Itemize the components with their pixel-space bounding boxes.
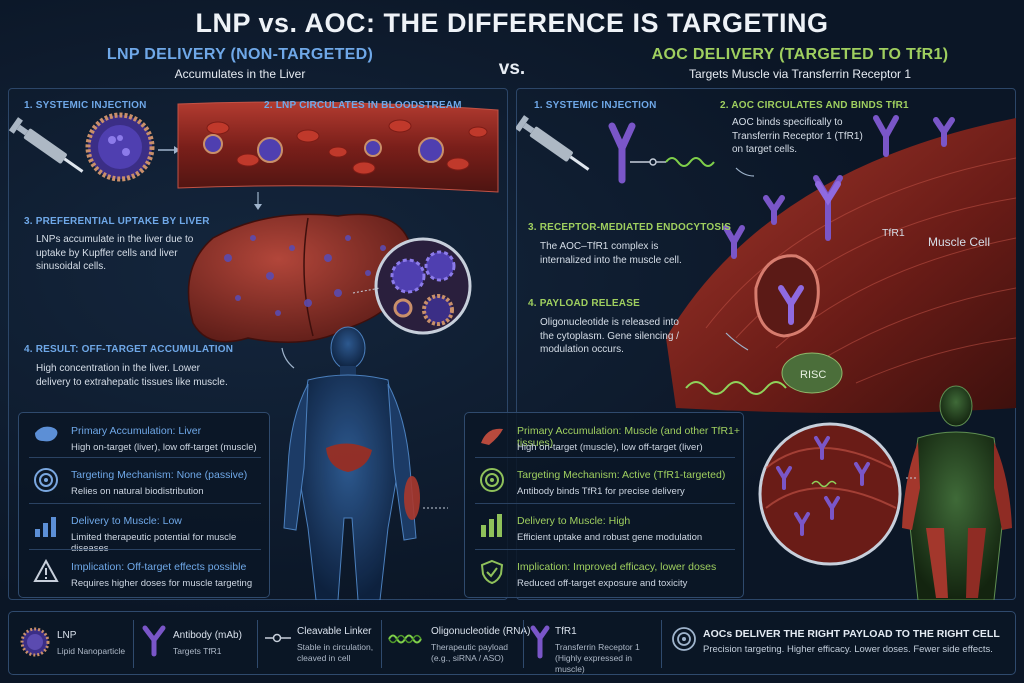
lnp-step-4-label: 4. RESULT: OFF-TARGET ACCUMULATION [24,344,234,355]
oligo-icon [387,630,427,653]
lnp-step-2-label: 2. LNP CIRCULATES IN BLOODSTREAM [264,100,462,111]
divider [133,620,134,668]
lnp-step-4-text: High concentration in the liver. Lower d… [36,363,228,388]
divider [475,549,735,550]
lnp-icon [19,626,51,663]
divider [523,620,524,668]
legend-lnp-title: LNP [57,630,77,641]
muscle-cell-label: Muscle Cell [928,235,991,249]
aoc-summary-3-desc: Efficient uptake and robust gene modulat… [517,532,703,543]
human-body-figure [902,385,1012,600]
lnp-step-3-label: 3. PREFERENTIAL UPTAKE BY LIVER [24,216,210,227]
tfr1-label: TfR1 [882,227,905,239]
legend-tfr1-desc: Transferrin Receptor 1 (Highly expressed… [555,642,640,675]
aoc-summary-3-title: Delivery to Muscle: High [517,515,631,527]
lnp-summary-card: Primary Accumulation: Liver High on-targ… [18,412,270,598]
lnp-summary-1-title: Primary Accumulation: Liver [71,425,202,437]
lnp-subtitle: Accumulates in the Liver [174,67,306,81]
aoc-subtitle: Targets Muscle via Transferrin Receptor … [688,67,912,81]
divider [475,457,735,458]
main-title: LNP vs. AOC: THE DIFFERENCE IS TARGETING [195,8,829,38]
divider [29,549,261,550]
warning-icon [33,558,59,588]
bar-chart-high-icon [479,513,505,544]
aoc-summary-4-desc: Reduced off-target exposure and toxicity [517,578,688,589]
lnp-summary-4-title: Implication: Off-target effects possible [71,561,247,573]
vs-label: vs. [498,58,526,79]
human-body-figure [283,326,420,600]
muscle-zoom [758,422,902,566]
tagline-desc: Precision targeting. Higher efficacy. Lo… [703,644,993,655]
aoc-summary-2-desc: Antibody binds TfR1 for precise delivery [517,486,685,497]
syringe-icon [8,117,84,173]
tfr1-icon [529,624,551,665]
aoc-illustration [516,115,1016,600]
target-check-icon [479,467,505,498]
lnp-summary-3-desc: Limited therapeutic potential for muscle… [71,532,237,554]
muscle-icon [479,425,505,452]
risc-complex [781,352,843,394]
blood-vessel [177,101,499,193]
target-icon [671,626,697,657]
lnp-summary-2-title: Targeting Mechanism: None (passive) [71,469,248,481]
divider [29,503,261,504]
aoc-summary-2-title: Targeting Mechanism: Active (TfR1-target… [517,469,726,481]
aoc-step-2-label: 2. AOC CIRCULATES AND BINDS TfR1 [720,100,909,111]
lnp-summary-4-desc: Requires higher doses for muscle targeti… [71,578,253,589]
divider [29,457,261,458]
lnp-step-1-label: 1. SYSTEMIC INJECTION [24,100,147,111]
aoc-title: AOC DELIVERY (TARGETED TO TfR1) [651,46,949,63]
risc-label: RISC [800,369,827,381]
liver-icon [33,425,59,450]
lnp-panel [8,88,508,600]
divider [475,503,735,504]
aoc-summary-1-title: Primary Accumulation: Muscle (and other … [517,425,741,449]
legend-linker-title: Cleavable Linker [297,626,372,637]
lnp-step-3-text: LNPs accumulate in the liver due to upta… [36,234,194,272]
kupffer-cell-zoom [374,237,472,335]
tagline-title: AOCs DELIVER THE RIGHT PAYLOAD TO THE RI… [703,628,1000,640]
legend-tfr1-title: TfR1 [555,626,577,637]
muscle-tissue [666,118,1016,413]
aoc-step-3-label: 3. RECEPTOR-MEDIATED ENDOCYTOSIS [528,222,732,233]
aoc-summary-4-title: Implication: Improved efficacy, lower do… [517,561,717,573]
antibody-icon [139,624,169,663]
lnp-title: LNP DELIVERY (NON-TARGETED) [106,46,374,63]
legend-linker-desc: Stable in circulation, cleaved in cell [297,642,374,664]
lnp-summary-3-title: Delivery to Muscle: Low [71,515,182,527]
linker-icon [630,158,666,166]
aoc-step-4-text: Oligonucleotide is released into the cyt… [540,317,679,355]
oligo-strand [685,381,787,395]
divider [381,620,382,668]
syringe-icon [516,115,590,171]
antibody-conjugate-icon [608,122,636,184]
target-icon [33,467,59,498]
legend-bar: LNP Lipid Nanoparticle Antibody (mAb) Ta… [8,611,1016,675]
linker-icon [263,630,293,651]
lnp-illustration [8,101,499,600]
bar-chart-icon [33,513,59,544]
divider [661,620,662,668]
aoc-step-4-label: 4. PAYLOAD RELEASE [528,298,640,309]
legend-oligo-desc: Therapeutic payload (e.g., siRNA / ASO) [431,642,509,664]
lnp-particle-icon [85,112,155,182]
legend-oligo-title: Oligonucleotide (RNA) [431,626,531,637]
oligo-icon [665,157,715,167]
lnp-summary-1-desc: High on-target (liver), low off-target (… [71,442,257,453]
aoc-summary-1-desc: High on-target (muscle), low off-target … [517,442,703,453]
aoc-step-2-text: AOC binds specifically to Transferrin Re… [732,117,863,155]
aoc-summary-card: Primary Accumulation: Muscle (and other … [464,412,744,598]
lnp-summary-2-desc: Relies on natural biodistribution [71,486,204,497]
legend-antibody-title: Antibody (mAb) [173,630,242,641]
legend-antibody-desc: Targets TfR1 [173,646,222,656]
divider [257,620,258,668]
aoc-step-3-text: The AOC–TfR1 complex is internalized int… [540,241,682,266]
liver-organ [187,213,414,343]
aoc-step-1-label: 1. SYSTEMIC INJECTION [534,100,657,111]
shield-check-icon [479,559,505,590]
legend-lnp-desc: Lipid Nanoparticle [57,646,126,656]
